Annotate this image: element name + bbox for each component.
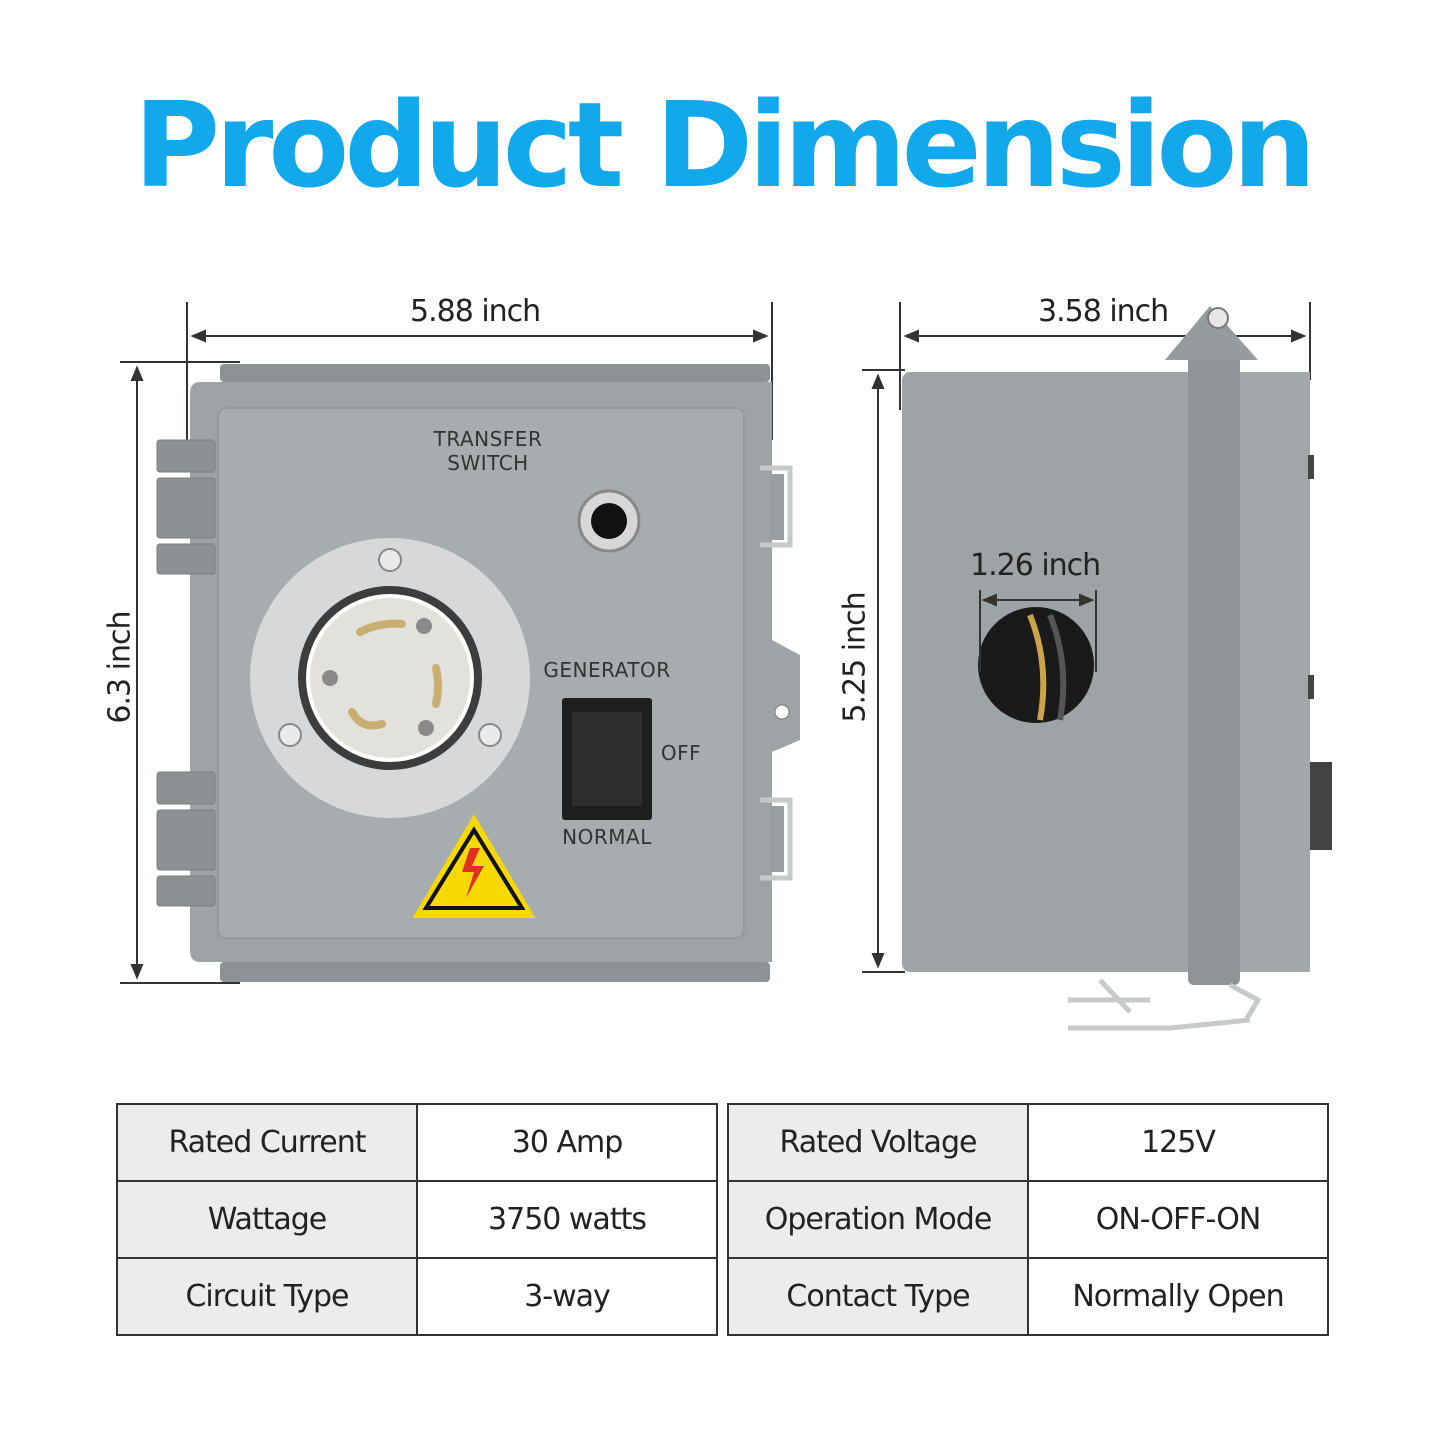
hinge-top [156, 439, 216, 575]
latch-bottom [760, 797, 793, 881]
spec-value: 125V [1027, 1103, 1329, 1182]
front-width-label: 5.88 inch [410, 294, 541, 329]
off-label: OFF [660, 741, 702, 765]
side-width-label: 3.58 inch [1038, 294, 1169, 329]
spec-value: 30 Amp [416, 1103, 718, 1182]
front-width-dimension-line [186, 302, 773, 440]
hole-diameter-label: 1.26 inch [970, 548, 1101, 583]
spec-label: Wattage [116, 1180, 418, 1259]
side-latch [1068, 978, 1262, 1031]
spec-value: 3-way [416, 1257, 718, 1336]
rocker-switch [562, 698, 652, 820]
panel-label-transfer: TRANSFER [433, 427, 543, 451]
spec-value: Normally Open [1027, 1257, 1329, 1336]
spec-label: Rated Voltage [727, 1103, 1029, 1182]
spec-value: ON-OFF-ON [1027, 1180, 1329, 1259]
panel-label-switch: SWITCH [447, 451, 529, 475]
spec-label: Operation Mode [727, 1180, 1029, 1259]
table-row: Operation Mode ON-OFF-ON [727, 1180, 1329, 1259]
spec-table-left: Rated Current 30 Amp Wattage 3750 watts … [116, 1103, 718, 1336]
table-row: Wattage 3750 watts [116, 1180, 718, 1259]
front-enclosure [156, 364, 800, 982]
hole-dimension-line [979, 590, 1097, 672]
side-enclosure [902, 306, 1332, 1031]
side-height-dimension-line [862, 369, 905, 973]
spec-value: 3750 watts [416, 1180, 718, 1259]
spec-table-right: Rated Voltage 125V Operation Mode ON-OFF… [727, 1103, 1329, 1336]
front-height-label: 6.3 inch [102, 611, 138, 724]
side-height-label: 5.25 inch [837, 592, 873, 723]
page-title: Product Dimension [133, 76, 1317, 214]
warning-sign [412, 814, 536, 918]
latch-top [760, 465, 793, 548]
front-height-dimension-line [120, 361, 240, 984]
hinge-bottom [156, 771, 216, 907]
spec-label: Rated Current [116, 1103, 418, 1182]
table-row: Contact Type Normally Open [727, 1257, 1329, 1336]
spec-label: Circuit Type [116, 1257, 418, 1336]
spec-label: Contact Type [727, 1257, 1029, 1336]
table-row: Rated Voltage 125V [727, 1103, 1329, 1182]
twist-lock-receptacle [250, 538, 530, 818]
table-row: Rated Current 30 Amp [116, 1103, 718, 1182]
normal-label: NORMAL [562, 825, 652, 849]
table-row: Circuit Type 3-way [116, 1257, 718, 1336]
generator-label: GENERATOR [543, 658, 671, 682]
